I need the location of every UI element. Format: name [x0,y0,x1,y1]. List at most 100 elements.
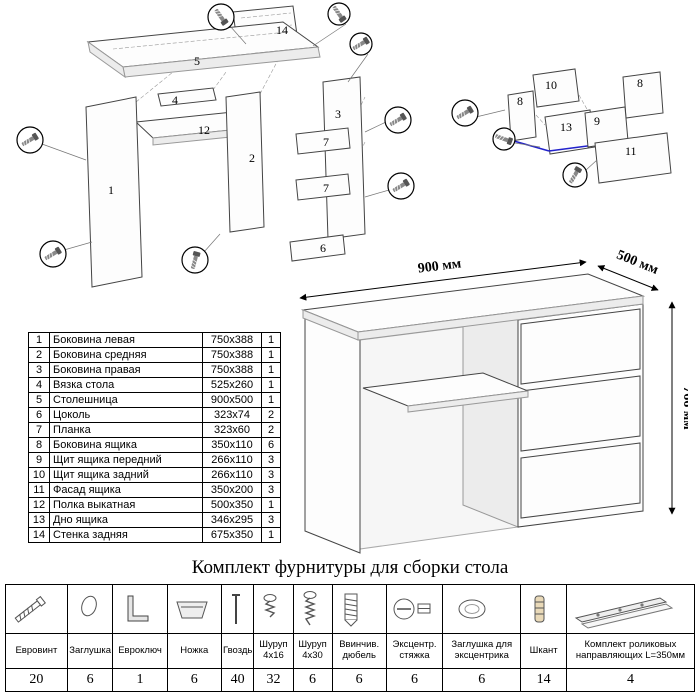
part-number-cell: 3 [28,362,50,378]
hardware-name-cell: Заглушка для эксцентрика [442,633,522,669]
part-name-cell: Вязка стола [49,377,203,393]
hardware-name-cell: Евроключ [112,633,168,669]
screw-callout [181,246,209,274]
part-size-cell: 750x388 [202,362,262,378]
part-1-left-side-panel [85,96,143,288]
hardware-qty-cell: 6 [66,668,114,692]
part-number-label: 5 [194,54,200,68]
part-number-cell: 13 [28,512,50,528]
part-name-cell: Щит ящика передний [49,452,203,468]
part-qty-cell: 1 [261,362,281,378]
screw-callout [387,172,415,200]
screw-callout [384,106,412,134]
hardware-qty-row: 20 6 1 6 40 32 6 6 6 6 14 4 [5,668,696,692]
screw-callout [492,127,516,151]
confirmat-screw-icon [14,595,46,623]
nail-icon [231,594,240,624]
screw-4x16-icon [263,594,277,618]
part-name-cell: Щит ящика задний [49,467,203,483]
part-qty-cell: 3 [261,482,281,498]
plug-cap-icon [81,595,97,617]
hardware-icons-row [5,584,696,634]
keyboard-tray-edge [407,390,529,413]
part-qty-cell: 1 [261,377,281,393]
part-number-label: 9 [594,114,600,128]
part-number-cell: 14 [28,527,50,543]
hardware-names-row: Евровинт Заглушка Евроключ Ножка Гвоздь … [5,633,696,669]
exploded-drawers-diagram: 10 8 8 9 13 11 [451,68,672,188]
page-title: Комплект фурнитуры для сборки стола [191,557,509,578]
part-number-cell: 10 [28,467,50,483]
part-size-cell: 525x260 [202,377,262,393]
part-number-cell: 4 [28,377,50,393]
part-3-right-side-panel [322,76,366,240]
part-name-cell: Полка выкатная [49,497,203,513]
part-qty-cell: 3 [261,467,281,483]
part-name-cell: Боковина правая [49,362,203,378]
part-11-drawer-facade [594,132,672,184]
hardware-name-cell: Евровинт [5,633,68,669]
screw-callout [451,99,479,127]
part-8-drawer-side-right [622,71,664,119]
drawer-front-bottom [520,442,641,519]
part-name-cell: Фасад ящика [49,482,203,498]
hardware-icon-cell [166,584,222,634]
desk-body [301,273,645,554]
hardware-icon-cell [442,584,522,634]
drawer-unit-side [462,297,519,528]
hardware-name-cell: Шуруп 4x16 [253,633,294,669]
hardware-name-cell: Эксцентр. стяжка [385,633,444,669]
cam-lock-icon [393,598,431,620]
part-number-label: 8 [637,76,643,90]
screw-callout [349,32,373,56]
desktop-left-edge [302,309,359,341]
part-size-cell: 350x200 [202,482,262,498]
hardware-name-cell: Заглушка [66,633,114,669]
part-7-plank-lower [295,173,351,201]
hardware-callouts [451,99,598,188]
hardware-qty-cell: 6 [166,668,222,692]
part-size-cell: 350x110 [202,437,262,453]
hex-key-icon [127,595,149,622]
part-qty-cell: 1 [261,332,281,348]
part-7-plank-upper [295,127,351,155]
part-qty-cell: 3 [261,512,281,528]
part-name-cell: Столешница [49,392,203,408]
part-size-cell: 266x110 [202,452,262,468]
part-qty-cell: 1 [261,497,281,513]
part-number-label: 1 [108,183,114,197]
width-dimension-label: 900 мм [417,256,463,276]
part-number-cell: 5 [28,392,50,408]
part-6-plinth [289,234,346,262]
part-2-middle-side-panel [225,91,265,233]
screw-callout [207,3,235,31]
dowel-icon [534,595,545,623]
part-name-cell: Планка [49,422,203,438]
drawer-front-top [520,308,641,385]
hardware-icon-cell [292,584,333,634]
part-name-cell: Боковина средняя [49,347,203,363]
part-size-cell: 900x500 [202,392,262,408]
leg-icon [175,601,208,619]
part-size-cell: 675x350 [202,527,262,543]
hardware-qty-cell: 6 [292,668,333,692]
part-number-cell: 1 [28,332,50,348]
highlight-edge [548,144,596,152]
part-number-cell: 11 [28,482,50,498]
depth-dimension-line [597,265,659,291]
height-dimension-label: 766 мм [680,386,688,430]
assembled-desk-drawing: 900 мм 500 мм 766 мм [299,248,688,554]
part-size-cell: 750x388 [202,347,262,363]
hardware-icon-cell [520,584,567,634]
part-number-cell: 12 [28,497,50,513]
part-qty-cell: 2 [261,422,281,438]
part-number-label: 14 [276,23,288,37]
hardware-name-cell: Шкант [520,633,567,669]
hardware-callouts [16,2,415,274]
